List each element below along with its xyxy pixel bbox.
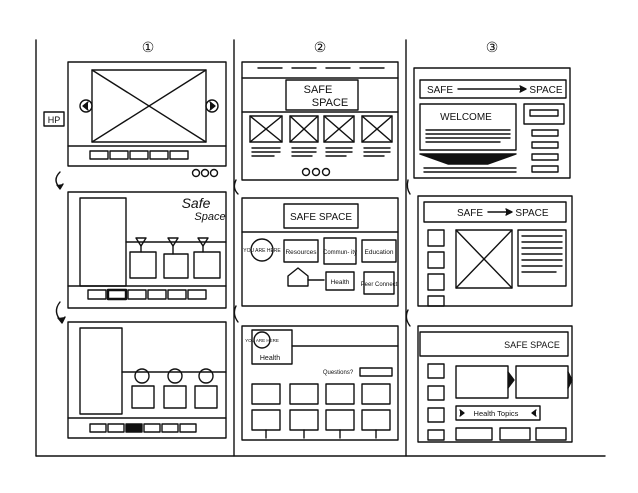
c3-middle-frame: SAFE SPACE [417,195,573,307]
c1-sidebar-panel [79,197,127,287]
c1-logo-line1: Safe [182,195,211,211]
column-number-3: ③ [486,39,499,55]
c1-logo-line2: Space [194,211,225,223]
c2-bottom-frame: YOU ARE HERE Health Questions? [241,325,399,441]
c2-home-title-box [285,79,359,111]
flow-arrow-c2-1 [233,179,239,195]
c2-home-frame: SAFE SPACE [241,61,399,181]
hp-tag-label: HP [48,115,61,125]
pager-dot-icon [191,168,201,178]
c1-bottom-frame [67,321,227,439]
flow-arrow-c3-1 [406,179,411,195]
hp-tag: HP [43,111,65,127]
c2-education: Education [365,249,394,256]
c3-mid-safe: SAFE [457,208,483,219]
c1-middle-frame: Safe Space [67,191,227,309]
c3-home-frame: SAFE SPACE WELCOME [413,67,571,179]
c2-peer-connect: Peer Connect [361,282,398,288]
house-icon [287,267,309,287]
c2-health: Health [331,279,350,286]
c2-resources: Resources [285,249,317,256]
column-number-2: ② [314,39,327,55]
c2-you-are-here: YOU ARE HERE [243,248,281,254]
c3-bottom-frame: SAFE SPACE Health Topics [417,325,573,443]
flow-arrow-c3-2 [405,309,411,327]
c2-mid-title: SAFE SPACE [290,212,352,223]
c2-community: Commun- ity [323,250,357,256]
carousel-next-arrow-icon [205,99,219,113]
c2-home-title-line1: SAFE [304,84,333,96]
c3-bottom-title: SAFE SPACE [504,340,560,350]
c1-home-frame [67,61,227,178]
c3-top-safe: SAFE [427,85,453,96]
c3-health-topics: Health Topics [474,409,519,418]
c2-bottom-you-are-here: YOU ARE HERE [245,338,279,343]
column-number-1: ① [142,39,155,55]
flow-arrow-c2-2 [233,305,239,323]
c3-top-space: SPACE [529,85,562,96]
carousel-prev-arrow-icon [79,99,93,113]
c2-bottom-health: Health [260,355,280,362]
c2-questions: Questions? [323,370,354,376]
c2-home-title-line2: SPACE [312,97,348,109]
c2-middle-frame: SAFE SPACE YOU ARE HERE Resources Commun… [241,197,399,307]
c3-mid-space: SPACE [515,208,548,219]
c3-welcome: WELCOME [440,112,492,123]
